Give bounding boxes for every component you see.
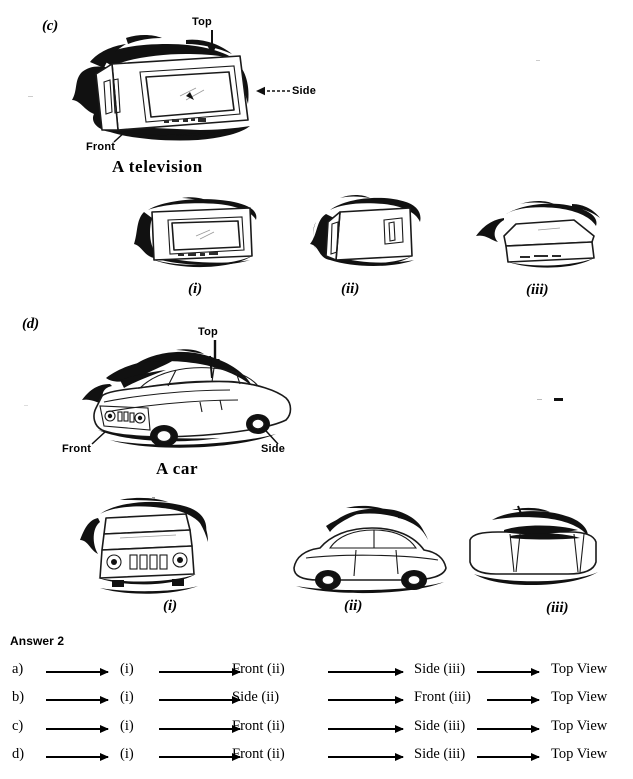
television-view-label-ii: (ii): [341, 281, 360, 297]
television-view-label-i: (i): [188, 281, 203, 297]
television-view-side-sketch: [310, 195, 421, 266]
scan-speck: [537, 399, 542, 400]
answer-arrow-c-3: [328, 724, 404, 733]
answer-step-d-4: Top View: [551, 746, 608, 762]
answer-arrow-a-4: [477, 667, 540, 676]
section-letter-d: (d): [22, 316, 39, 332]
tv-callout-label-top: Top: [192, 16, 212, 28]
answer-arrow-b-1: [46, 695, 109, 704]
car-view-label-ii: (ii): [344, 598, 363, 614]
television-illustration: [72, 35, 250, 141]
car-view-top-sketch: [469, 505, 598, 586]
answer-option-b: b): [12, 689, 25, 705]
answer-arrow-b-4: [487, 695, 540, 704]
answer-heading: Answer 2: [10, 634, 65, 648]
television-view-label-iii: (iii): [526, 282, 549, 298]
car-illustration: [82, 349, 292, 448]
answer-row-a: a) (i) Front (ii) Side (iii) Top View: [0, 658, 633, 684]
answer-row-b: b) (i) Side (ii) Front (iii) Top View: [0, 686, 633, 712]
answer-arrow-c-4: [477, 724, 540, 733]
car-view-label-iii: (iii): [546, 600, 569, 616]
answer-arrow-d-4: [477, 752, 540, 761]
car-callout-label-top: Top: [198, 326, 218, 338]
answer-step-d-2: Front (ii): [232, 746, 285, 762]
tv-callout-arrow-side: [256, 86, 290, 96]
television-view-top-sketch: [476, 201, 600, 268]
answer-step-a-2: Front (ii): [232, 661, 285, 677]
answer-step-c-2: Front (ii): [232, 718, 285, 734]
car-view-label-i: (i): [163, 598, 178, 614]
answer-step-c-1: (i): [120, 718, 134, 734]
tv-callout-label-front: Front: [86, 141, 116, 153]
answer-arrow-c-2: [159, 724, 241, 733]
scan-speck: [28, 96, 33, 97]
car-view-side-sketch: [293, 505, 447, 594]
car-caption: A car: [156, 459, 199, 478]
answer-arrow-a-3: [328, 667, 404, 676]
answer-step-a-4: Top View: [551, 661, 608, 677]
answer-step-a-1: (i): [120, 661, 134, 677]
scan-speck: [24, 405, 28, 406]
answer-option-d: d): [12, 746, 25, 762]
answer-row-d: d) (i) Front (ii) Side (iii) Top View: [0, 743, 633, 769]
car-callout-label-side: Side: [261, 443, 286, 455]
answer-arrow-a-1: [46, 667, 109, 676]
scan-speck: [152, 497, 155, 499]
answer-step-b-3: Front (iii): [414, 689, 471, 705]
tv-callout-label-side: Side: [292, 85, 317, 97]
television-view-front-sketch: [134, 197, 257, 268]
answer-step-a-3: Side (iii): [414, 661, 466, 677]
television-caption: A television: [112, 157, 203, 176]
answer-arrow-d-1: [46, 752, 109, 761]
car-view-front-sketch: [80, 497, 208, 594]
answer-arrow-d-2: [159, 752, 241, 761]
answer-row-c: c) (i) Front (ii) Side (iii) Top View: [0, 715, 633, 741]
answer-option-a: a): [12, 661, 24, 677]
answer-step-c-4: Top View: [551, 718, 608, 734]
car-callout-label-front: Front: [62, 443, 92, 455]
answer-arrow-d-3: [328, 752, 404, 761]
answer-arrow-b-2: [159, 695, 241, 704]
scan-speck: [554, 398, 563, 401]
answer-step-c-3: Side (iii): [414, 718, 466, 734]
scan-speck: [536, 60, 540, 61]
answer-step-b-4: Top View: [551, 689, 608, 705]
answer-step-b-1: (i): [120, 689, 134, 705]
answer-step-d-1: (i): [120, 746, 134, 762]
answer-arrow-a-2: [159, 667, 241, 676]
answer-step-b-2: Side (ii): [232, 689, 280, 705]
section-letter-c: (c): [42, 18, 59, 34]
answer-arrow-b-3: [328, 695, 404, 704]
answer-option-c: c): [12, 718, 24, 734]
answer-step-d-3: Side (iii): [414, 746, 466, 762]
answer-arrow-c-1: [46, 724, 109, 733]
